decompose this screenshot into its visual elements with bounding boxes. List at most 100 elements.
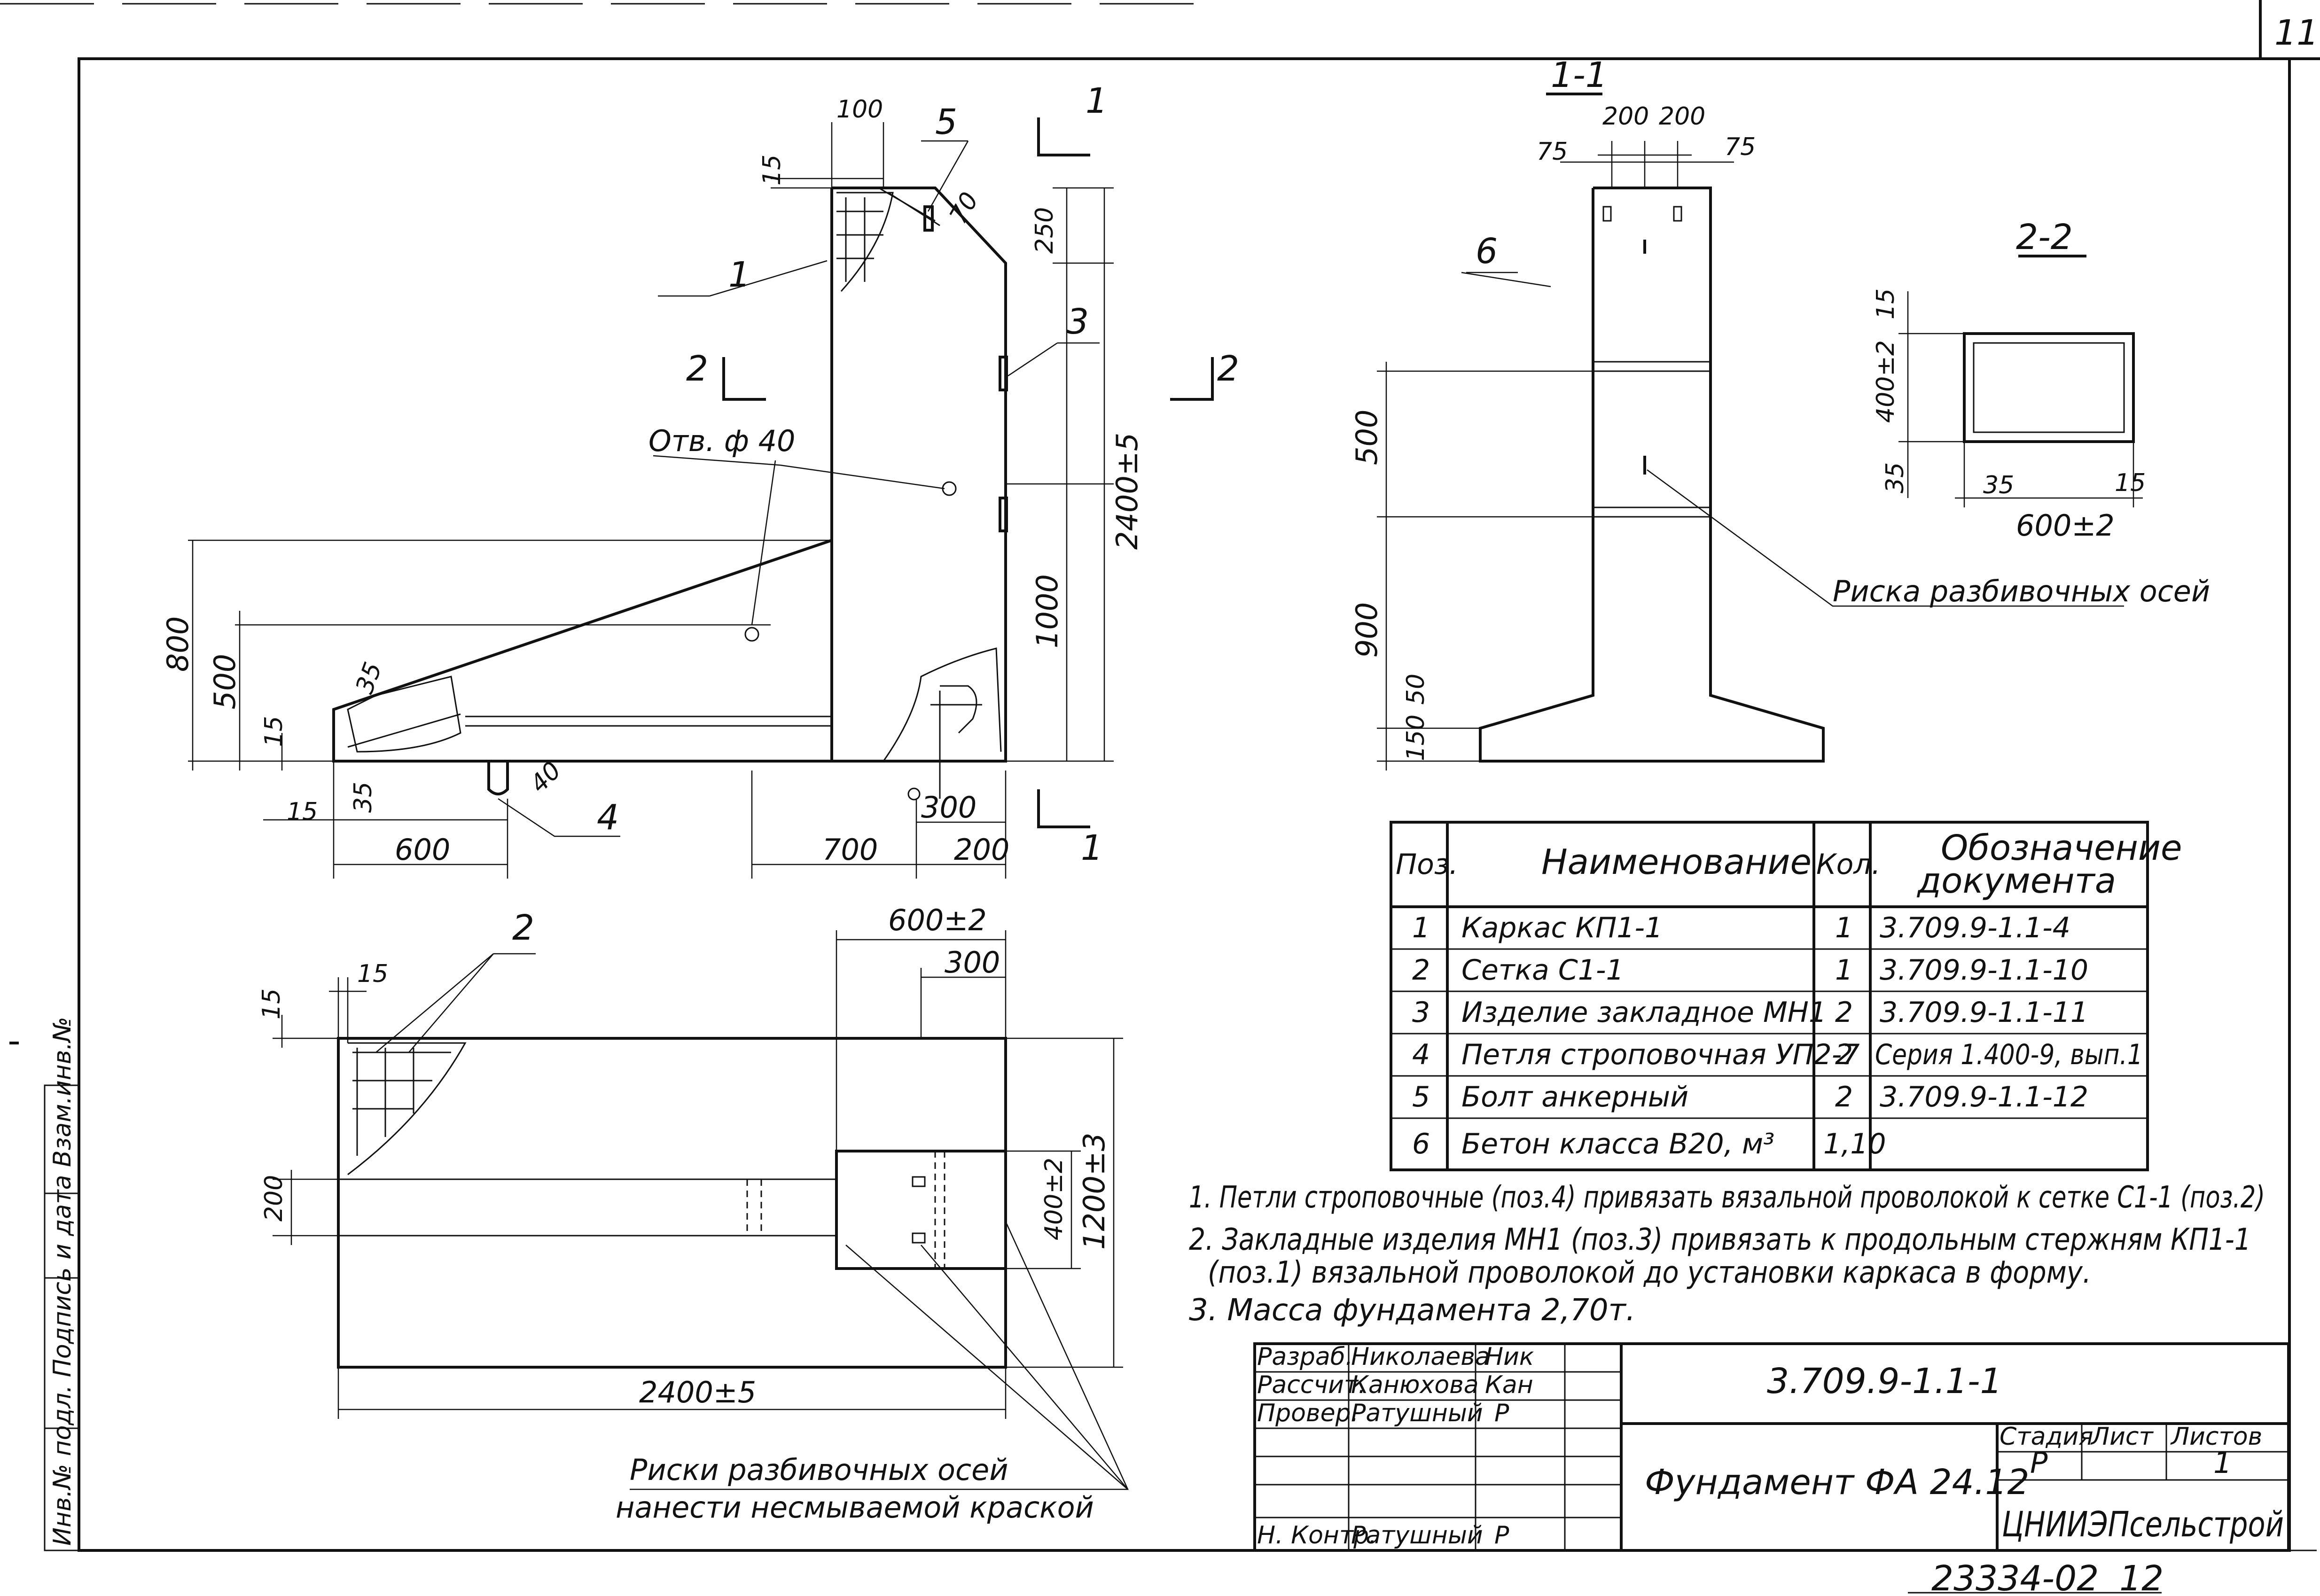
fv-dim-1000: 1000 [1030,574,1064,648]
tb-role: Разраб. [1257,1343,1353,1371]
s22-title: 2-2 [2016,217,2073,257]
tb-name: Ратушный [1351,1521,1483,1549]
spec-row-doc: 3.709.9-1.1-10 [1880,954,2088,987]
fv-dim-700: 700 [822,833,878,867]
note-1: 1. Петли строповочные (поз.4) привязать … [1189,1180,2265,1215]
s11-dim-200a: 200 [1602,102,1649,131]
spec-header-name: Наименование [1541,842,1812,882]
fv-pos-4: 4 [597,797,619,838]
s11-dim-75b: 75 [1725,133,1756,161]
spec-row-name: Петля строповочная УП2-7 [1461,1038,1860,1071]
spec-row-pos: 6 [1412,1128,1430,1160]
spec-header-doc-2: документа [1916,861,2116,901]
fv-dim-200: 200 [954,833,1009,867]
spec-row-pos: 1 [1412,911,1430,944]
spec-row-qty: 2 [1835,996,1853,1029]
spec-row-doc: 3.709.9-1.1-4 [1880,911,2070,944]
tb-name: Николаева [1351,1343,1490,1371]
pv-dim-15b: 15 [357,960,388,988]
note-3: 3. Масса фундамента 2,70т. [1189,1293,1635,1328]
spec-row-pos: 4 [1412,1038,1430,1071]
fv-dim-15b: 15 [260,716,288,747]
s11-dim-900: 900 [1350,602,1384,658]
s22-dim-35b: 35 [1983,471,2014,499]
spec-row-name: Изделие закладное МН1 [1461,996,1827,1029]
tb-name: Канюхова [1351,1371,1479,1399]
spec-header-qty: Кол. [1816,848,1881,881]
spec-row-pos: 2 [1412,954,1430,987]
s22-dim-35a: 35 [1881,462,1909,493]
tb-sign: Кан [1485,1371,1533,1399]
tb-sheets-header: Листов [2170,1423,2262,1451]
spec-row-name: Каркас КП1-1 [1461,911,1663,944]
spec-row-pos: 3 [1412,996,1430,1029]
tb-product: Фундамент ФА 24.12 [1645,1462,2029,1503]
fv-dim-35b: 35 [349,782,377,813]
fv-dim-100: 100 [836,95,883,124]
tb-org: ЦНИИЭПсельстрой [2002,1504,2284,1545]
fv-section-1-bottom: 1 [1081,828,1103,868]
spec-row-doc: Серия 1.400-9, вып.1 [1875,1038,2143,1071]
s11-risk-label: Риска разбивочных осей [1833,574,2210,608]
spec-row-name: Болт анкерный [1461,1081,1688,1113]
fv-dim-15: 15 [758,155,786,186]
fv-dim-600: 600 [395,833,450,867]
s11-dim-150: 150 [1402,715,1430,761]
pv-pos-2: 2 [512,908,534,948]
pv-dim-2400: 2400±5 [639,1375,756,1409]
bottom-sheet: 12 [2119,1558,2164,1596]
note-2-cont: (поз.1) вязальной проволокой до установк… [1208,1255,2091,1290]
tb-sign: Р [1494,1399,1509,1427]
spec-row-qty: 1 [1835,911,1853,944]
plan-view [273,930,1129,1490]
fv-pos-1: 1 [728,255,750,295]
tb-role: Н. Контр. [1257,1521,1377,1549]
sheet-number: 11 [2274,13,2319,53]
tb-sign: Р [1494,1521,1509,1549]
front-view [188,117,1214,879]
pv-dim-600: 600±2 [888,903,987,937]
fv-dim-500: 500 [208,654,242,709]
pv-dim-400: 400±2 [1040,1158,1068,1240]
tb-role: Провер. [1257,1399,1359,1427]
fv-section-2-left: 2 [686,349,708,389]
fv-hole-label: Отв. ф 40 [648,424,795,458]
spec-row-qty: 2 [1835,1038,1853,1071]
tb-role: Рассчит. [1257,1371,1366,1399]
tb-stage: Р [2030,1446,2048,1480]
spec-row-qty: 1 [1835,954,1853,987]
fv-pos-5: 5 [935,102,957,142]
tb-sheet-header: Лист [2090,1423,2154,1451]
s11-dim-75a: 75 [1537,138,1568,166]
s11-dim-500: 500 [1350,410,1384,465]
s11-title: 1-1 [1551,55,1608,95]
tb-sheets: 1 [2213,1446,2232,1480]
fv-dim-250: 250 [1031,207,1059,254]
pv-note-line2: нанести несмываемой краской [616,1490,1094,1525]
tb-code: 3.709.9-1.1-1 [1767,1361,2002,1401]
fv-section-2-right: 2 [1217,349,1239,389]
pv-dim-1200: 1200±3 [1077,1133,1111,1250]
fv-dim-2400: 2400±5 [1110,433,1144,550]
bottom-code: 23334-02 [1931,1558,2099,1596]
s22-dim-600: 600±2 [2016,508,2115,543]
fv-dim-40: 40 [525,756,567,798]
s11-dim-200b: 200 [1659,102,1705,131]
spec-row-name: Бетон класса В20, м³ [1461,1128,1774,1160]
spec-row-pos: 5 [1412,1081,1430,1113]
sheet-frame [0,0,2320,1552]
pv-dim-15a: 15 [258,989,286,1020]
pv-dim-300: 300 [945,945,1000,980]
s22-dim-15b: 15 [2115,469,2146,497]
fv-dim-70: 70 [944,187,984,228]
spec-row-doc: 3.709.9-1.1-11 [1880,996,2088,1029]
spec-row-name: Сетка С1-1 [1461,954,1624,987]
fv-pos-3: 3 [1067,302,1089,342]
fv-dim-800: 800 [161,616,195,672]
fv-section-1-top: 1 [1086,81,1108,121]
fv-dim-300: 300 [921,790,976,825]
tb-name: Ратушный [1351,1399,1483,1427]
spec-row-qty: 1,10 [1823,1128,1886,1160]
pv-dim-200: 200 [260,1175,288,1222]
